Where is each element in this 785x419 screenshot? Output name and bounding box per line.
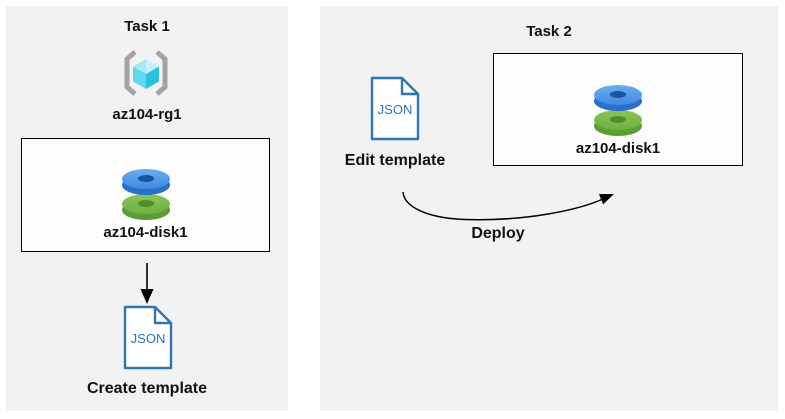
- deploy-label: Deploy: [471, 225, 525, 242]
- task2-title: Task 2: [526, 23, 572, 40]
- down-arrow-icon: [140, 263, 154, 304]
- deploy-arrow-icon: [402, 191, 614, 221]
- task2-disk-box: az104-disk1: [493, 53, 743, 166]
- task2-panel: Task 2 JSON Edit template az104-disk1 De…: [320, 6, 778, 411]
- edit-template-label: Edit template: [344, 152, 446, 169]
- json-icon-text: JSON: [377, 102, 413, 117]
- task1-disk-box: az104-disk1: [21, 138, 270, 252]
- json-file-icon: JSON: [370, 76, 420, 141]
- create-template-caption: Create template: [86, 380, 208, 397]
- json-file-icon: JSON: [123, 305, 173, 370]
- task1-title: Task 1: [124, 18, 170, 35]
- json-icon-text: JSON: [130, 331, 166, 346]
- resource-group-label: az104-rg1: [112, 106, 182, 123]
- resource-group-icon: [120, 47, 172, 99]
- managed-disk-icon: [594, 85, 642, 136]
- task2-disk-label: az104-disk1: [575, 140, 661, 157]
- task1-disk-label: az104-disk1: [103, 224, 188, 241]
- managed-disk-icon: [122, 169, 170, 220]
- task1-panel: Task 1 az104-rg1 az104-disk1: [6, 6, 288, 411]
